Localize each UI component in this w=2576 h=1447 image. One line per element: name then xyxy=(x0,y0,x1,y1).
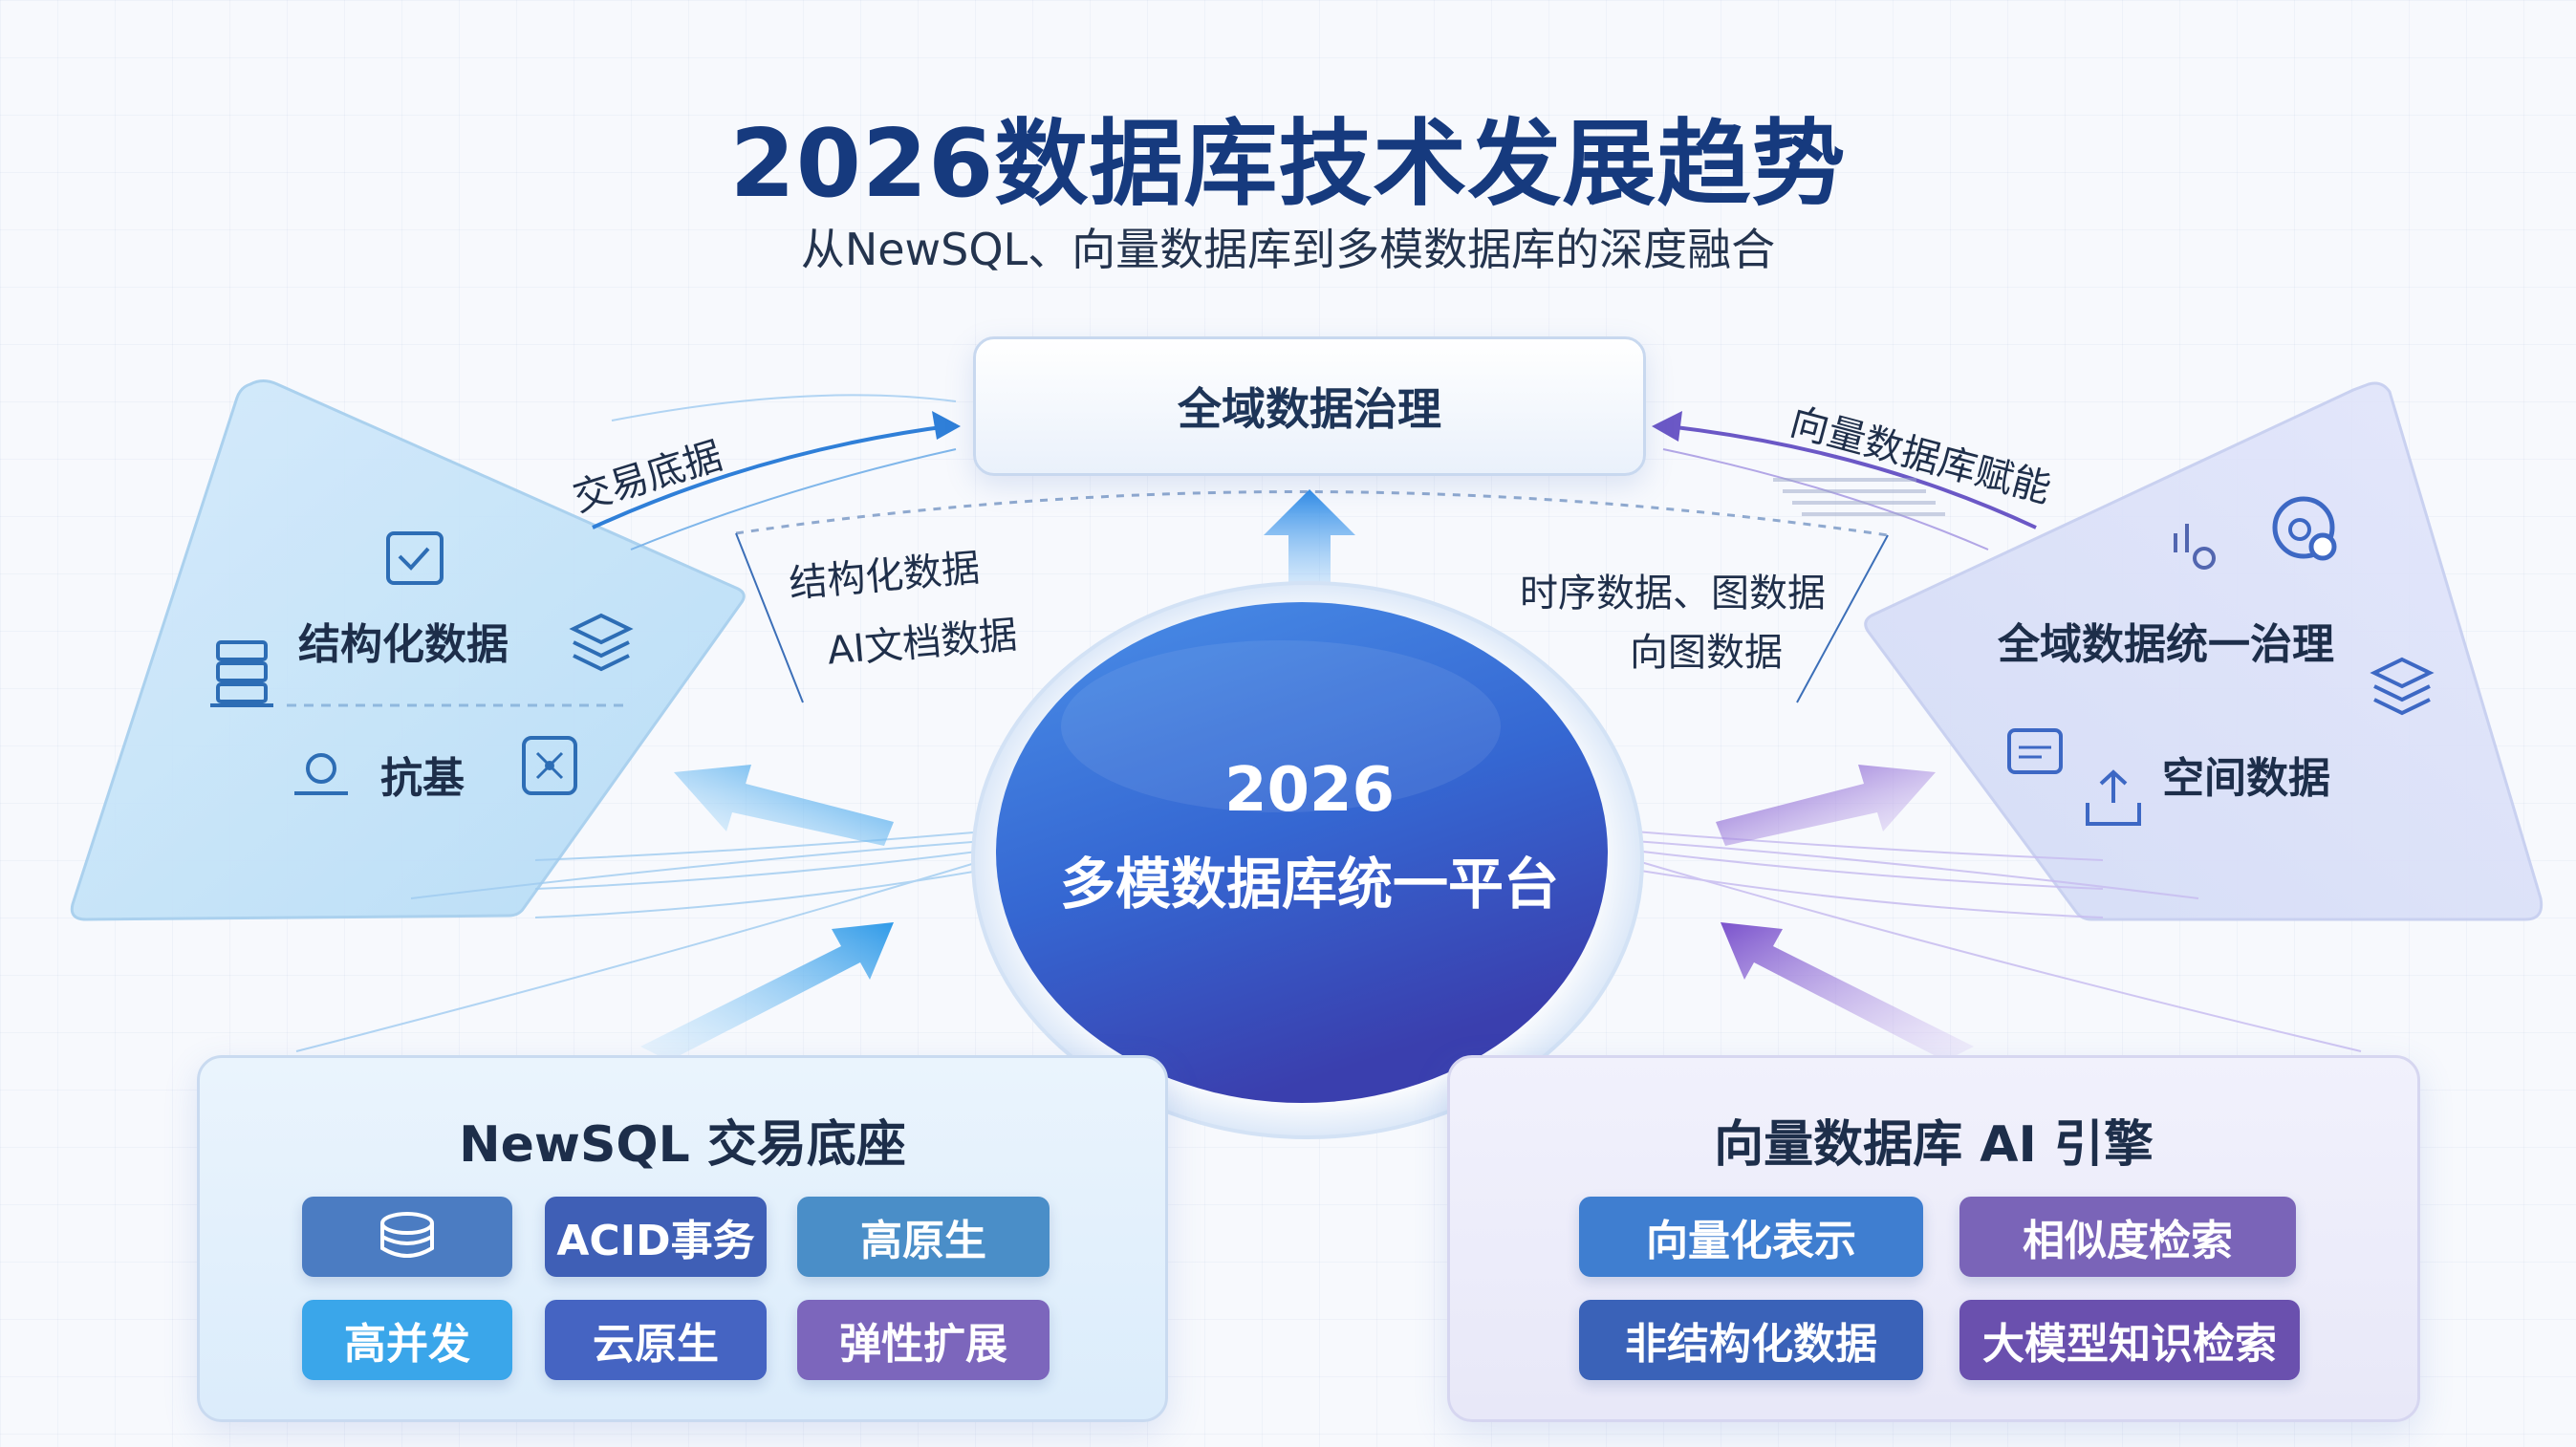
dashed-arc xyxy=(735,490,1889,537)
newsql-chip-high-concurrency: 高并发 xyxy=(302,1300,512,1380)
center-year: 2026 xyxy=(1223,755,1396,826)
up-arrow xyxy=(1264,489,1355,583)
upload-chart-icon xyxy=(2086,769,2141,826)
left-big-arrow xyxy=(674,765,894,846)
newsql-panel-title: NewSQL 交易底座 xyxy=(459,1116,906,1174)
vector-panel-title: 向量数据库 AI 引擎 xyxy=(1714,1116,2154,1174)
right-top-arrow xyxy=(1657,423,2037,529)
left-flow-lines xyxy=(295,394,985,1052)
right-big-arrow xyxy=(1716,765,1936,846)
center-platform-name: 多模数据库统一平台 xyxy=(1059,852,1559,917)
page-title: 2026数据库技术发展趋势 xyxy=(729,110,1847,219)
page-subtitle: 从NewSQL、向量数据库到多模数据库的深度融合 xyxy=(800,224,1776,275)
top-box-governance: 全域数据治理 xyxy=(973,336,1646,476)
right-wing-shape xyxy=(1864,381,2544,921)
right-top-dots xyxy=(1773,478,1945,516)
newsql-chip-acid: ACID事务 xyxy=(545,1197,767,1277)
right-wing-item-spatial: 空间数据 xyxy=(2162,754,2330,803)
database-icon xyxy=(380,1212,434,1258)
layers-icon xyxy=(569,613,634,672)
dashed-left-drop xyxy=(735,532,804,703)
newsql-chip-cloud-native: 云原生 xyxy=(545,1300,767,1380)
right-flow-lines xyxy=(1634,831,2362,1052)
dashed-right-drop xyxy=(1796,534,1889,703)
newsql-chip-high-native: 高原生 xyxy=(797,1197,1050,1277)
right-inner-label-2: 向图数据 xyxy=(1630,631,1783,675)
stack-icon xyxy=(2370,657,2435,716)
center-circle xyxy=(996,602,1608,1103)
network-node-icon xyxy=(522,736,577,795)
left-wing-item-structured: 结构化数据 xyxy=(298,620,509,669)
user-badge-icon xyxy=(294,753,348,795)
right-wing-item-governance: 全域数据统一治理 xyxy=(1998,620,2334,669)
signal-icon xyxy=(2174,524,2216,570)
vector-chip-similarity: 相似度检索 xyxy=(1959,1197,2296,1277)
lower-right-arrow xyxy=(1721,922,1974,1061)
right-inner-label-1: 时序数据、图数据 xyxy=(1520,572,1826,616)
vector-chip-representation: 向量化表示 xyxy=(1579,1197,1923,1277)
vector-chip-llm-retrieval: 大模型知识检索 xyxy=(1959,1300,2300,1380)
monitor-check-icon xyxy=(386,531,444,585)
newsql-chip-database xyxy=(302,1197,512,1277)
left-wing-item-base: 抗基 xyxy=(380,754,465,803)
lower-left-arrow xyxy=(640,922,894,1061)
server-icon xyxy=(210,640,273,707)
left-top-arrow xyxy=(592,423,957,529)
vector-chip-unstructured: 非结构化数据 xyxy=(1579,1300,1923,1380)
cloud-sync-icon xyxy=(2272,496,2337,561)
newsql-chip-elastic: 弹性扩展 xyxy=(797,1300,1050,1380)
dashboard-icon xyxy=(2007,728,2063,774)
top-box-label: 全域数据治理 xyxy=(1178,383,1441,435)
